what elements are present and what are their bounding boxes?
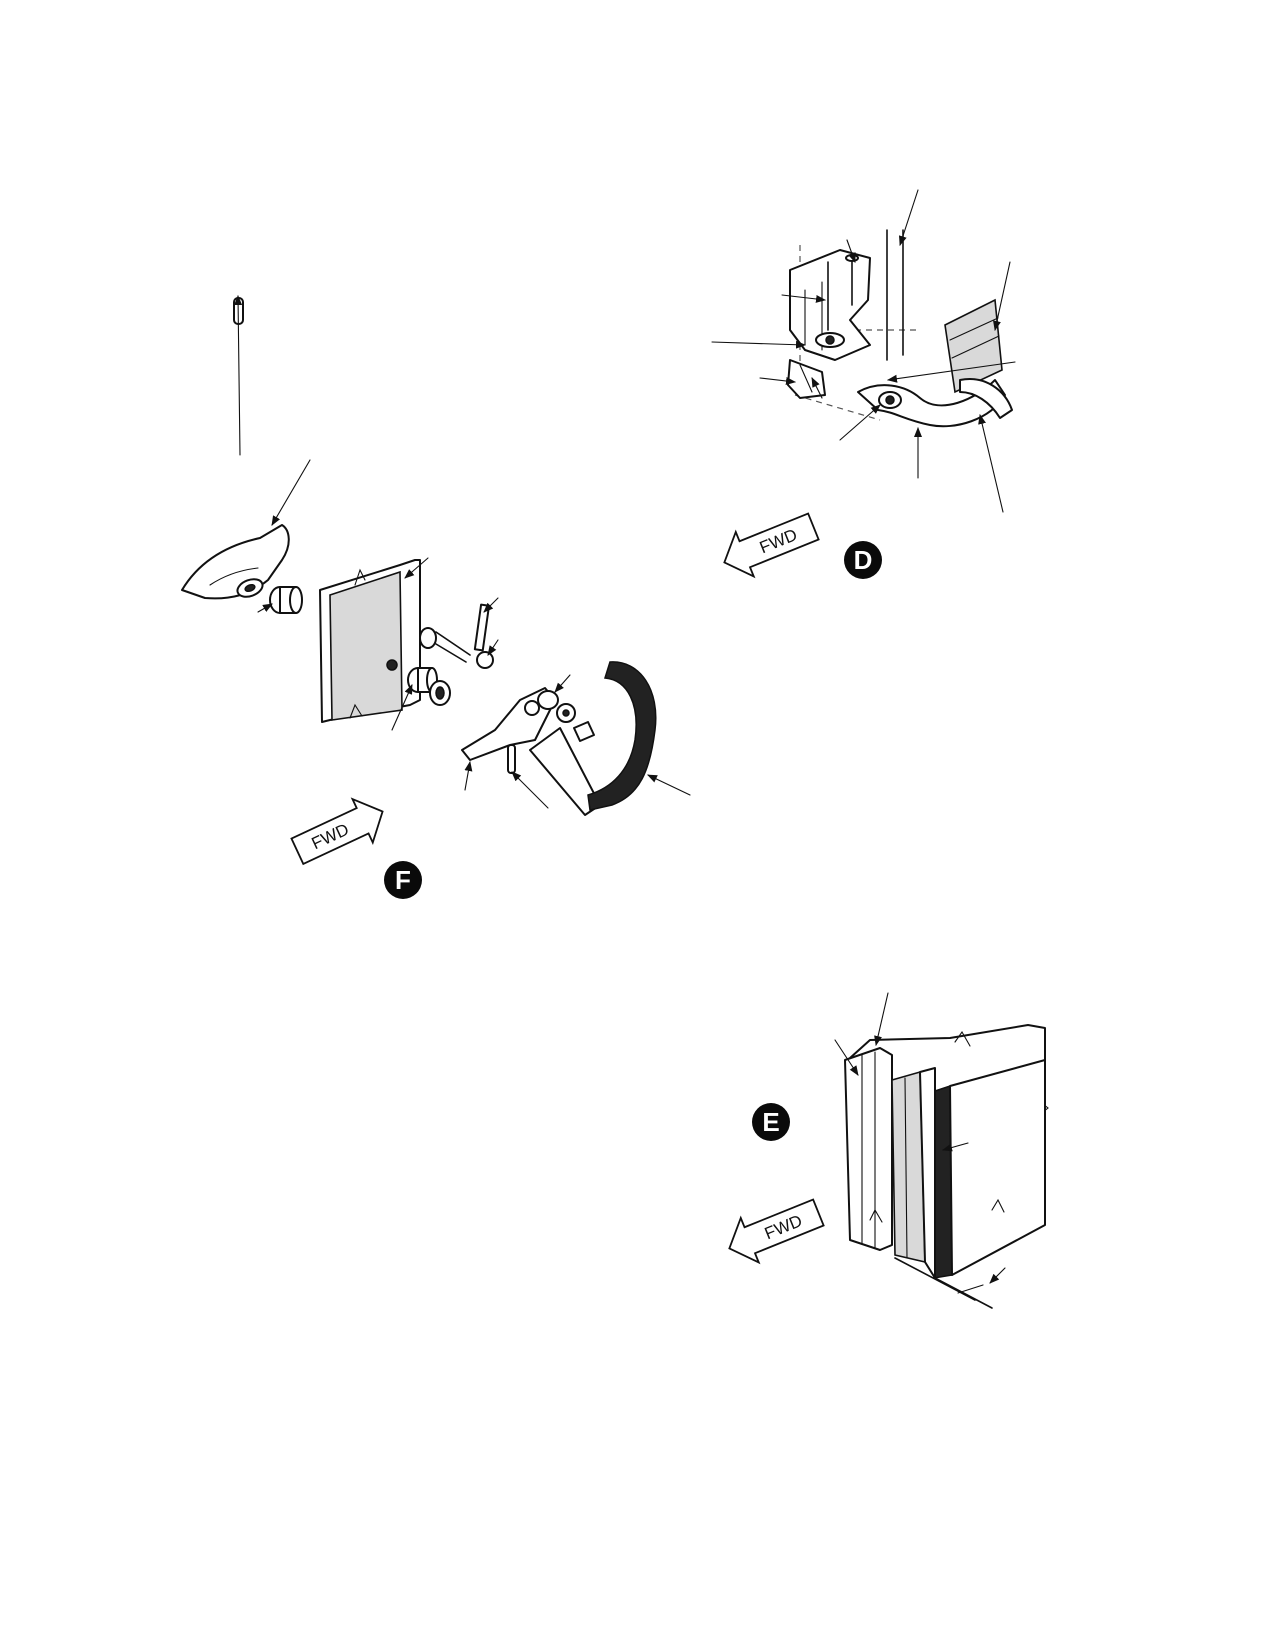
view-e-fwd-arrow: FWD [728, 1198, 825, 1265]
view-e-letter: E [762, 1107, 779, 1137]
view-e-badge: E [752, 1103, 790, 1141]
view-f-fwd-arrow: FWD [290, 797, 384, 866]
view-d-letter: D [854, 545, 873, 575]
view-f-badge: F [384, 861, 422, 899]
view-d-illustration: FWD D [711, 189, 1016, 579]
view-d-badge: D [844, 541, 882, 579]
view-e-illustration: FWD E [728, 992, 1049, 1309]
view-f-letter: F [395, 865, 411, 895]
view-d-fwd-arrow: FWD [723, 512, 820, 579]
view-f-illustration: FWD F [181, 295, 691, 899]
